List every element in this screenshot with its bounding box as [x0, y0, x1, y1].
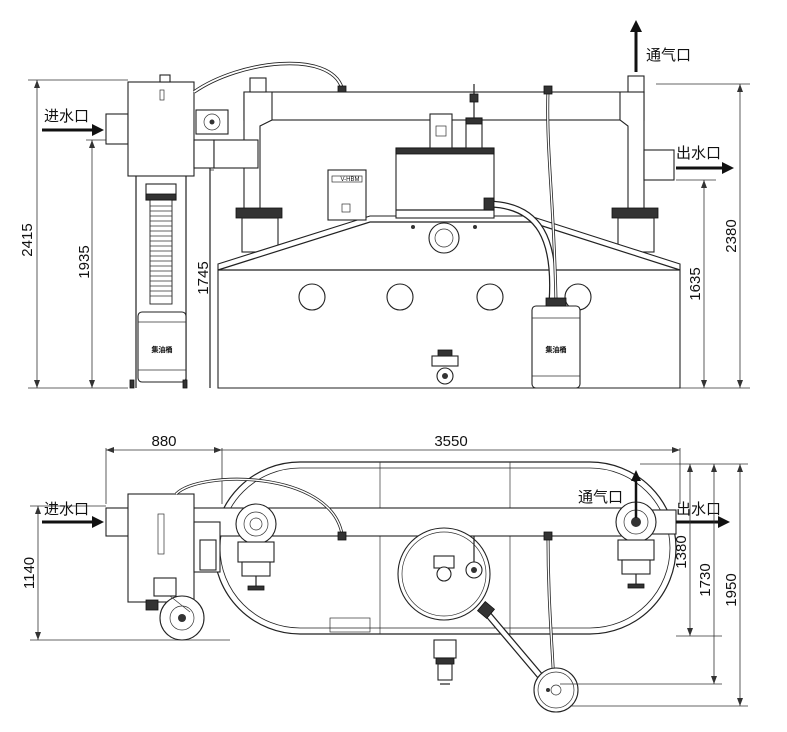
- top-heater: [397, 527, 491, 621]
- top-vent-arrow: [631, 470, 641, 518]
- dim-1950-text: 1950: [723, 573, 740, 606]
- front-barrel-right-label: 集油桶: [545, 345, 567, 354]
- dim-1635-text: 1635: [687, 267, 704, 300]
- dim-front-right: 2380 1635: [656, 83, 750, 389]
- dim-top-880: 880: [105, 433, 223, 504]
- dim-top-3550: 3550: [222, 433, 681, 504]
- dim-1935-text: 1935: [76, 245, 93, 278]
- top-drain-pump: [433, 639, 457, 685]
- front-left-pedestal: [235, 207, 283, 253]
- front-inlet-label: 进水口: [44, 107, 89, 125]
- front-control-box: V-HBM: [327, 169, 367, 221]
- front-inlet-arrow: [42, 124, 104, 136]
- dim-880-text: 880: [151, 433, 176, 450]
- top-vent-label: 通气口: [578, 488, 623, 506]
- front-outlet-arrow: [676, 162, 734, 174]
- front-view: 2415 1935 进水口: [19, 20, 750, 389]
- dim-top-1140: 1140: [21, 505, 230, 641]
- top-left-pump: [235, 503, 277, 591]
- top-oil-hose: [476, 531, 579, 713]
- dim-top-right: 1380 1730 1950: [560, 463, 748, 707]
- dim-3550-text: 3550: [434, 433, 467, 450]
- front-outlet-label: 出水口: [676, 144, 721, 162]
- front-vent-arrow: [630, 20, 642, 72]
- spring-coil: [150, 205, 172, 297]
- top-outlet-label: 出水口: [676, 500, 721, 518]
- top-right-pump: [615, 501, 657, 589]
- dim-2415-text: 2415: [19, 223, 36, 256]
- top-view: 880 3550 1140 进水口: [21, 433, 748, 713]
- control-box-label: V-HBM: [340, 177, 359, 183]
- top-separator: [127, 493, 221, 641]
- front-drain-pump: [431, 349, 459, 385]
- dim-2380-text: 2380: [723, 219, 740, 252]
- front-barrel-right: 集油桶: [531, 297, 581, 389]
- top-inlet-label: 进水口: [44, 500, 89, 518]
- dim-1140-text: 1140: [21, 557, 38, 589]
- front-vent-label: 通气口: [646, 46, 691, 64]
- dim-1380-text: 1380: [673, 535, 690, 568]
- dim-1745-text: 1745: [195, 261, 212, 294]
- top-inlet-arrow: [42, 516, 104, 528]
- dim-front-1935: 1935: [76, 139, 128, 388]
- front-barrel-left-label: 集油桶: [151, 345, 173, 354]
- dim-front-1745: 1745: [195, 169, 214, 295]
- front-heater-box: [395, 84, 495, 219]
- front-separator-unit: 集油桶: [105, 74, 229, 389]
- dim-1730-text: 1730: [697, 563, 714, 596]
- dim-front-2415: 2415: [19, 79, 128, 389]
